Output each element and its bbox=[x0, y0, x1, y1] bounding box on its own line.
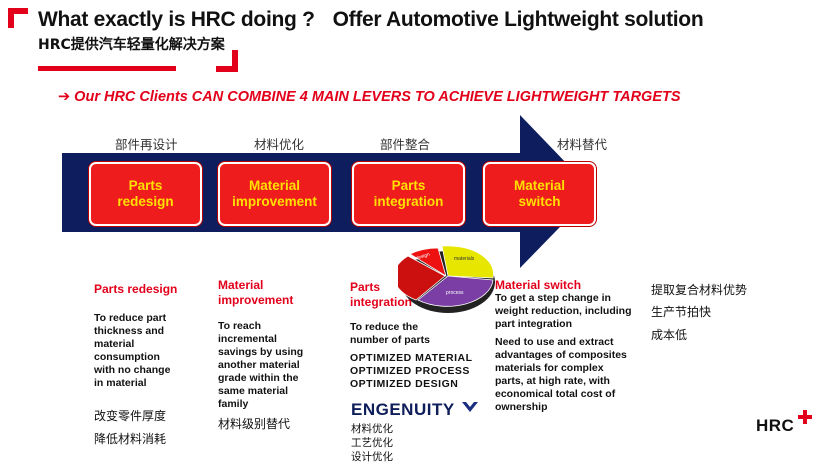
pie-label-process: process bbox=[446, 290, 464, 296]
pie-label-materials: materials bbox=[454, 256, 475, 262]
col-cn-redesign-1: 改变零件厚度 bbox=[94, 409, 167, 423]
lever-label: Parts redesign bbox=[117, 178, 174, 209]
hrc-logo-text: HRC bbox=[756, 416, 795, 435]
lever-box-redesign: Parts redesign bbox=[89, 162, 202, 226]
hrc-logo: HRC bbox=[756, 410, 812, 436]
title-question: What exactly is HRC doing ? bbox=[38, 8, 315, 31]
col-title-integration: Parts integration bbox=[350, 280, 412, 309]
opt-material: OPTIMIZED MATERIAL bbox=[350, 352, 473, 364]
pie-slice-design bbox=[409, 247, 447, 277]
pie-diagram: design materials process bbox=[398, 245, 495, 313]
lever-label: Parts integration bbox=[373, 178, 444, 209]
lever-label: Material improvement bbox=[232, 178, 317, 209]
lever-cn-redesign: 部件再设计 bbox=[115, 137, 178, 152]
engenuity-text: ENGENUITY bbox=[351, 400, 455, 419]
pie-slice-process bbox=[417, 275, 494, 307]
levers-headline: ➔ Our HRC Clients CAN COMBINE 4 MAIN LEV… bbox=[58, 89, 681, 105]
opt-process: OPTIMIZED PROCESS bbox=[350, 365, 470, 377]
page-title: What exactly is HRC doing ? Offer Automot… bbox=[38, 8, 704, 32]
col-body-improvement: To reach incremental savings by using an… bbox=[218, 320, 304, 410]
col-body-redesign: To reduce part thickness and material co… bbox=[94, 312, 171, 389]
col-cn-integration-2: 工艺优化 bbox=[351, 437, 393, 449]
lever-box-improvement: Material improvement bbox=[218, 162, 331, 226]
engenuity-chevron-icon bbox=[461, 402, 478, 412]
page-subtitle: HRC提供汽车轻量化解决方案 bbox=[38, 37, 225, 53]
right-note-3: 成本低 bbox=[651, 328, 688, 342]
title-underline bbox=[38, 66, 176, 71]
lever-box-integration: Parts integration bbox=[352, 162, 465, 226]
lever-label: Material switch bbox=[513, 178, 566, 209]
right-note-2: 生产节拍快 bbox=[651, 305, 712, 319]
lever-cn-switch: 材料替代 bbox=[557, 137, 608, 152]
col-body-integration: To reduce the number of parts bbox=[350, 321, 430, 346]
corner-bracket-top-left bbox=[8, 8, 28, 28]
lever-cn-integration: 部件整合 bbox=[380, 137, 431, 152]
col-title-redesign: Parts redesign bbox=[94, 282, 178, 296]
pie-label-design: design bbox=[415, 252, 431, 262]
col-cn-integration-1: 材料优化 bbox=[351, 423, 393, 435]
col-title-switch: Material switch bbox=[495, 278, 582, 292]
pie-slice-left bbox=[398, 255, 446, 301]
corner-bracket-right bbox=[216, 50, 238, 72]
col-cn-redesign-2: 降低材料消耗 bbox=[94, 432, 167, 446]
title-solution: Offer Automotive Lightweight solution bbox=[332, 8, 704, 31]
col-cn-improvement-1: 材料级别替代 bbox=[218, 417, 291, 431]
col-cn-integration-3: 设计优化 bbox=[351, 451, 393, 463]
hrc-plus-icon bbox=[798, 410, 812, 424]
right-note-1: 提取复合材料优势 bbox=[651, 283, 748, 297]
engenuity-logo: ENGENUITY bbox=[351, 400, 479, 420]
lever-box-switch: Material switch bbox=[483, 162, 596, 226]
lever-cn-improvement: 材料优化 bbox=[254, 137, 305, 152]
pie-slice-materials bbox=[441, 245, 494, 279]
col-body-switch-1: To get a step change in weight reduction… bbox=[495, 292, 632, 330]
col-body-switch-2: Need to use and extract advantages of co… bbox=[495, 336, 627, 413]
opt-design: OPTIMIZED DESIGN bbox=[350, 378, 459, 390]
col-title-improvement: Material improvement bbox=[218, 278, 294, 307]
